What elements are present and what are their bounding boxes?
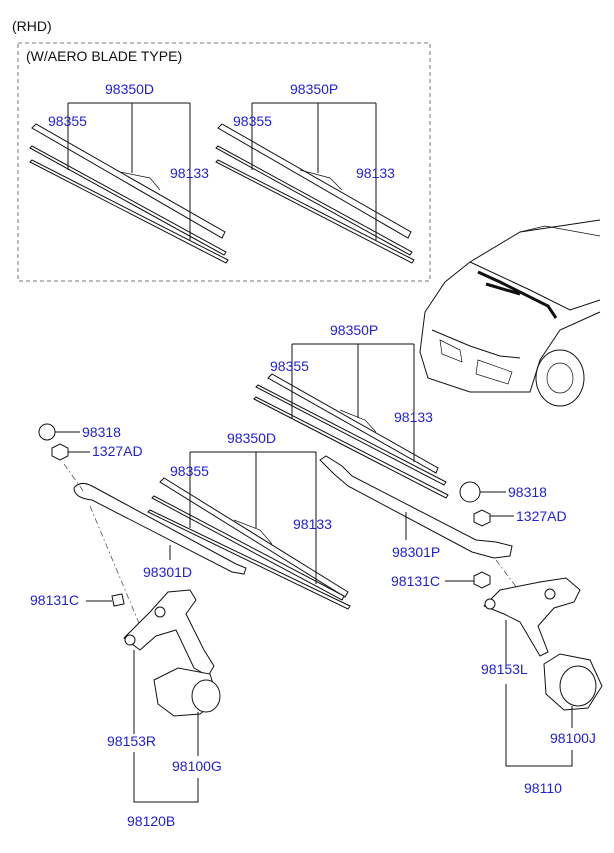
vehicle-wheel xyxy=(535,349,585,407)
label-98153L: 98153L xyxy=(481,661,528,677)
label-98100J: 98100J xyxy=(550,730,596,746)
cap-98318-right xyxy=(459,481,481,503)
label-98350D-main: 98350D xyxy=(227,430,276,446)
vehicle-windshield xyxy=(519,225,601,237)
blade-98350P-top xyxy=(217,123,412,239)
blade-spoiler xyxy=(233,519,273,545)
vehicle-grille-line xyxy=(431,329,521,359)
label-98350D-top: 98350D xyxy=(105,81,154,97)
refill-98355 xyxy=(215,145,413,256)
refill-98355 xyxy=(151,495,345,601)
label-98133-top-right: 98133 xyxy=(356,165,395,181)
leader-98120B xyxy=(133,752,199,803)
label-98350P-top: 98350P xyxy=(290,81,338,97)
motor-98100J-cap xyxy=(559,665,597,707)
bolt-98131C-left xyxy=(111,593,125,607)
label-98153R: 98153R xyxy=(107,733,156,749)
blade-assembly-98350D xyxy=(147,451,351,610)
linkage-pivot-right xyxy=(484,598,496,610)
bolt-98131C-right xyxy=(473,571,491,589)
aero-blade-set-98350P xyxy=(215,102,415,264)
label-98355-top-left: 98355 xyxy=(48,113,87,129)
label-98120B: 98120B xyxy=(127,813,175,829)
blade-98350P xyxy=(267,373,439,474)
label-98318-right: 98318 xyxy=(508,484,547,500)
rubber-98133 xyxy=(215,159,415,264)
label-98350P-main: 98350P xyxy=(330,322,378,338)
nut-1327AD-left xyxy=(51,443,69,461)
label-98131C-left: 98131C xyxy=(30,592,79,608)
blade-assembly-98350P xyxy=(253,343,449,499)
vehicle-wheel-hub xyxy=(546,362,574,394)
leader-98350D xyxy=(67,102,191,240)
motor-98100G-cap xyxy=(191,679,221,713)
group-title: (W/AERO BLADE TYPE) xyxy=(26,48,182,64)
label-98110: 98110 xyxy=(524,780,562,796)
linkage-pivot-left xyxy=(124,634,136,646)
label-98301D: 98301D xyxy=(143,564,192,580)
linkage-pivot-center xyxy=(154,606,166,618)
label-98133-top-left: 98133 xyxy=(170,165,209,181)
refill-98355 xyxy=(29,145,227,256)
label-98355-top-right: 98355 xyxy=(233,113,272,129)
label-98133-main-right: 98133 xyxy=(394,409,433,425)
wiper-arm-98301D xyxy=(73,482,247,575)
aero-blade-group-box xyxy=(17,42,431,282)
cap-98318-left xyxy=(38,423,56,441)
label-1327AD-left: 1327AD xyxy=(92,443,143,459)
linkage-98153L xyxy=(483,577,581,657)
vehicle-grille xyxy=(439,339,463,363)
aero-blade-set-98350D xyxy=(29,102,229,264)
leader-98350D-main xyxy=(189,451,317,584)
leader-98110 xyxy=(505,684,573,767)
refill-98355 xyxy=(255,384,447,486)
blade-spoiler xyxy=(119,171,161,191)
blade-spoiler xyxy=(299,169,343,191)
blade-98350D xyxy=(159,477,349,598)
rubber-98133 xyxy=(147,509,351,610)
linkage-pivot-center-right xyxy=(544,588,556,600)
label-98355-main-left: 98355 xyxy=(170,463,209,479)
vehicle-body xyxy=(419,219,601,393)
label-98301P: 98301P xyxy=(392,544,440,560)
label-98355-main-right: 98355 xyxy=(270,358,309,374)
rubber-98133 xyxy=(29,159,229,264)
wiper-arm-98301P xyxy=(319,455,513,559)
rubber-98133 xyxy=(253,396,449,499)
leader-98350P-main xyxy=(291,343,415,462)
label-98131C-right: 98131C xyxy=(391,573,440,589)
blade-98350D-top xyxy=(31,123,226,239)
blade-spoiler xyxy=(339,409,377,433)
label-98100G: 98100G xyxy=(172,758,222,774)
nut-1327AD-right xyxy=(473,509,491,527)
vehicle-headlamp xyxy=(475,359,513,385)
region-label: (RHD) xyxy=(12,18,52,34)
label-98133-main-left: 98133 xyxy=(293,516,332,532)
vehicle-illustration xyxy=(419,219,601,407)
linkage-98153R xyxy=(123,589,215,677)
leader-98350P xyxy=(251,102,377,240)
vehicle-hood-line xyxy=(469,261,601,311)
assembly-line-left xyxy=(63,463,147,641)
vehicle-wiper-highlight xyxy=(477,270,558,319)
label-1327AD-right: 1327AD xyxy=(516,508,567,524)
label-98318-left: 98318 xyxy=(82,424,121,440)
